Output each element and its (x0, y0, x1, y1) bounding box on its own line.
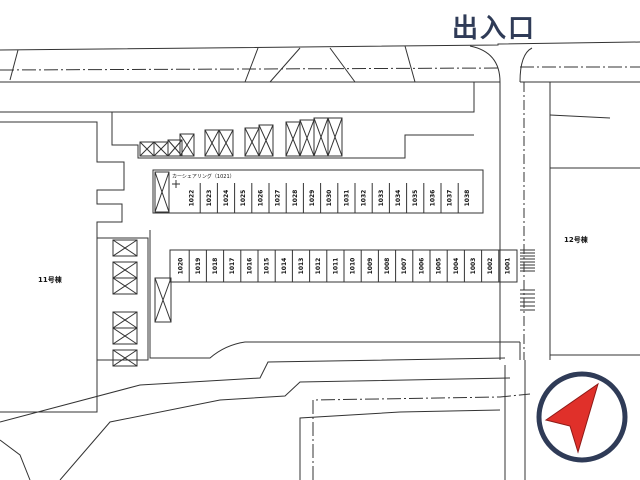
bottom-stall-number: 1013 (298, 258, 305, 275)
top-stall-number: 1022 (189, 190, 196, 207)
bottom-stall-number: 1002 (487, 258, 494, 275)
site-boundary (0, 82, 475, 159)
top-stall-number: 1031 (343, 190, 350, 207)
bottom-stall-number: 1018 (212, 258, 219, 275)
bottom-stall-number: 1016 (246, 258, 253, 275)
stairs (520, 249, 535, 311)
top-stall-number: 1038 (464, 190, 471, 207)
north-arrow-icon (544, 382, 599, 454)
bottom-stall-number: 1017 (229, 258, 236, 275)
bottom-stall-number: 1001 (504, 258, 511, 275)
top-stall-number: 1032 (361, 190, 368, 207)
bottom-stall-number: 1020 (178, 258, 185, 275)
entrance-drive (499, 82, 611, 360)
top-stall-number: 1026 (257, 190, 264, 207)
bottom-stall-number: 1005 (436, 258, 443, 275)
top-stall-number: 1025 (240, 190, 247, 207)
top-stall-number: 1035 (412, 190, 419, 207)
bottom-stall-number: 1014 (281, 258, 288, 275)
bottom-stall-number: 1011 (332, 258, 339, 275)
top-stall-number: 1027 (275, 190, 282, 207)
top-stall-number: 1033 (378, 190, 385, 207)
top-stall-number: 1036 (429, 190, 436, 207)
bottom-stall-number: 1004 (453, 258, 460, 275)
building-11 (0, 121, 149, 413)
bottom-stall-number: 1008 (384, 258, 391, 275)
building-12-label: 12号棟 (564, 235, 589, 244)
road (0, 41, 640, 83)
bottom-stall-number: 1003 (470, 258, 477, 275)
parking-stalls-top: 1022 1023 1024 1025 1026 1027 1028 1029 1030 1031… (189, 183, 471, 213)
car-share-label: カーシェアリング（1021） (172, 173, 235, 180)
entrance-label: 出入口 (452, 14, 537, 44)
top-stall-number: 1028 (292, 190, 299, 207)
top-stall-number: 1023 (206, 190, 213, 207)
building-12 (549, 167, 640, 356)
top-stall-number: 1029 (309, 190, 316, 207)
bottom-stall-number: 1019 (195, 258, 202, 275)
compass (536, 371, 628, 463)
parking-stalls-bottom: 1020 1019 1018 1017 1016 1015 1014 1013 1012 1011… (178, 250, 511, 282)
building-11-label: 11号棟 (38, 275, 63, 284)
bottom-stall-number: 1006 (418, 258, 425, 275)
top-stall-number: 1030 (326, 190, 333, 207)
top-stall-number: 1037 (447, 190, 454, 207)
top-stall-number: 1024 (223, 190, 230, 207)
parking-row-top (152, 169, 484, 214)
bottom-stall-number: 1007 (401, 258, 408, 275)
bottom-stall-number: 1015 (264, 258, 271, 275)
top-stall-number: 1034 (395, 190, 402, 207)
bottom-stall-number: 1010 (350, 258, 357, 275)
lower-paths (0, 230, 531, 480)
bottom-stall-number: 1009 (367, 258, 374, 275)
bike-bays (112, 117, 343, 367)
bottom-stall-number: 1012 (315, 258, 322, 275)
